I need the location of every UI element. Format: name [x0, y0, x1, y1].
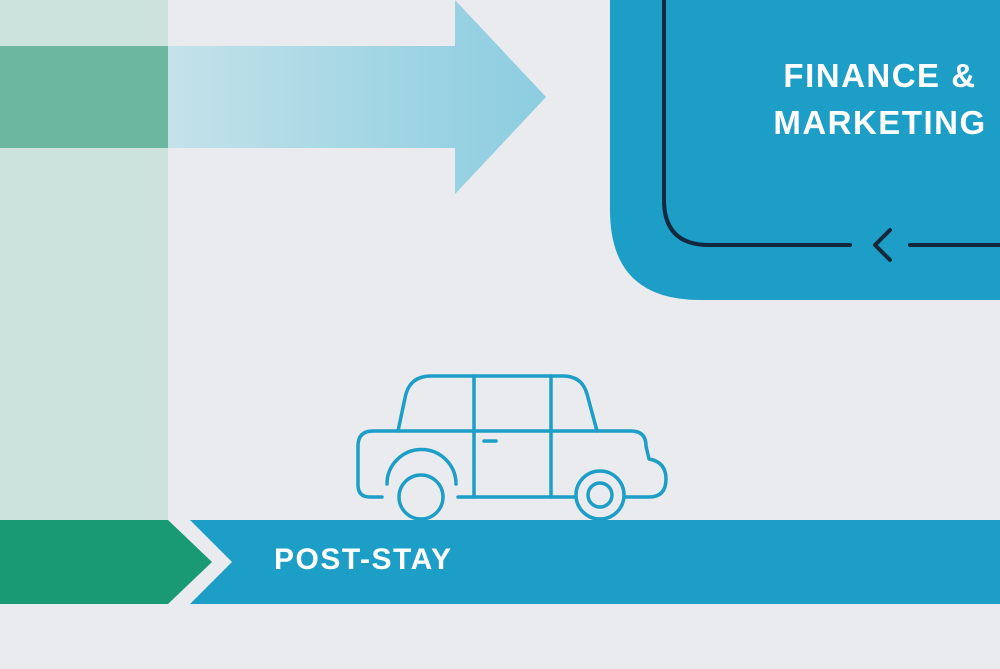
finance-marketing-title-line1: FINANCE &: [783, 57, 977, 94]
chevron-left-icon: [873, 228, 892, 262]
post-stay-bar: [190, 520, 1000, 604]
stage-chevron-green: [0, 520, 212, 604]
panel-loop-line: [662, 0, 852, 247]
car-icon: [356, 374, 668, 521]
post-stay-label: POST-STAY: [274, 543, 453, 576]
flow-arrow: [168, 0, 546, 194]
stage-band-green: [0, 46, 168, 148]
finance-marketing-panel: [610, 0, 1000, 300]
finance-marketing-title-line2: MARKETING: [773, 104, 987, 141]
finance-marketing-title: FINANCE & MARKETING: [740, 52, 1000, 146]
